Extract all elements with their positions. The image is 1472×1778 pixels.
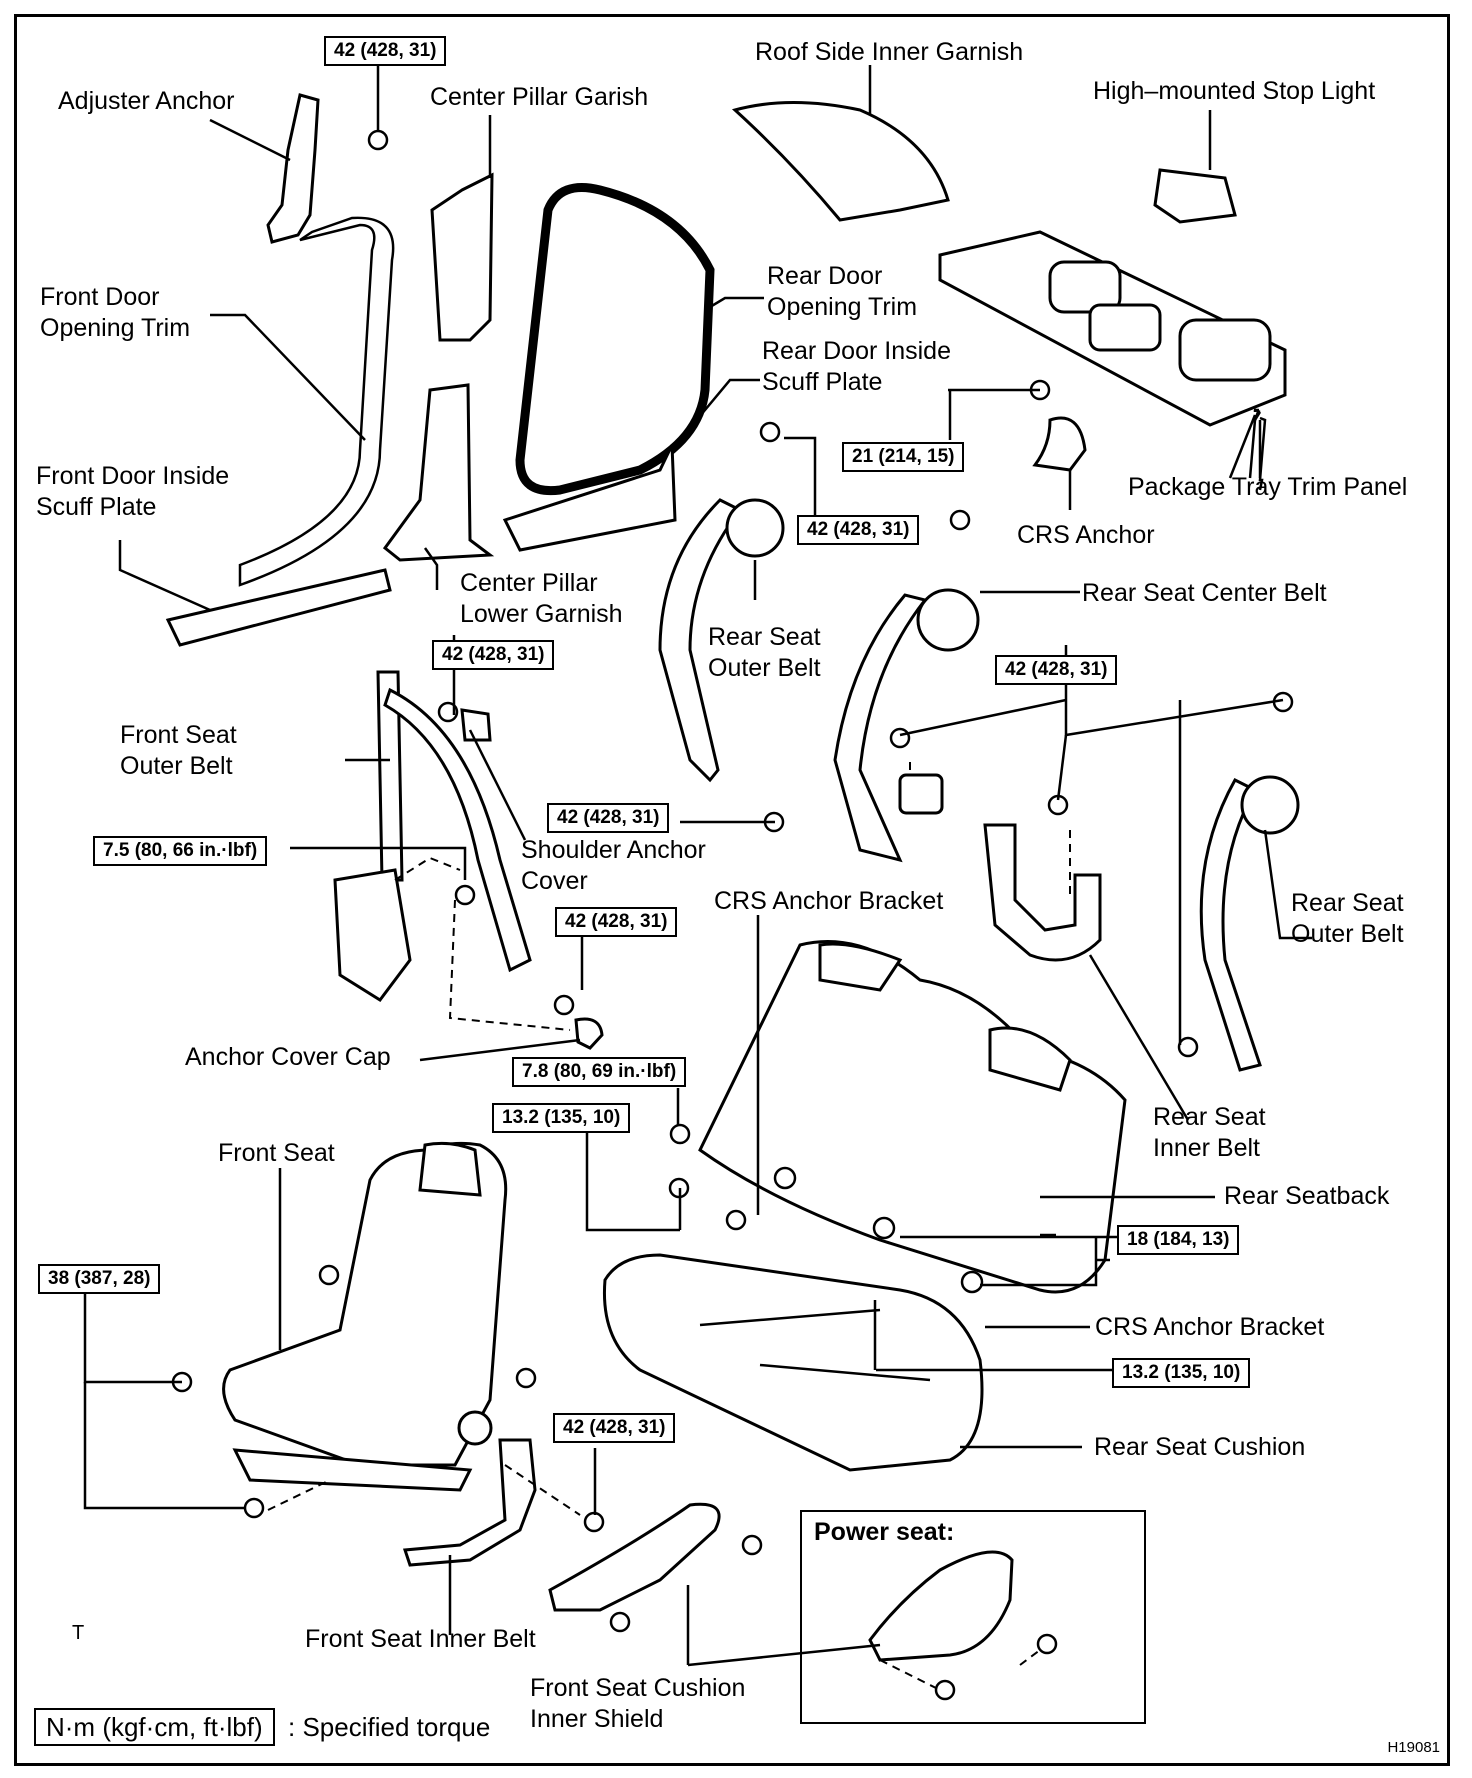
label-center-pillar-garnish: Center Pillar Garish (430, 83, 649, 111)
stop-light-part (1153, 168, 1237, 224)
label-front-seat: Front Seat (218, 1139, 335, 1167)
label-center-pillar-lower-garnish: Center Pillar Lower Garnish (460, 569, 623, 628)
torque-box-13: 13.2 (135, 10) (1112, 1358, 1251, 1388)
torque-box-11: 18 (184, 13) (1117, 1225, 1240, 1255)
torque-box-14: 42 (428, 31) (553, 1413, 676, 1443)
torque-box-5: 42 (428, 31) (995, 655, 1118, 685)
torque-box-10: 13.2 (135, 10) (492, 1103, 631, 1133)
label-crs-anchor-bracket-lower: CRS Anchor Bracket (1095, 1313, 1325, 1341)
rear-seat-outer-belt-left-part (658, 498, 743, 783)
torque-legend-unit: N·m (kgf·cm, ft·lbf) (34, 1708, 275, 1746)
torque-box-9: 7.8 (80, 69 in.·lbf) (512, 1057, 687, 1087)
torque-box-8: 42 (428, 31) (555, 907, 678, 937)
label-adjuster-anchor: Adjuster Anchor (58, 87, 235, 115)
label-anchor-cover-cap: Anchor Cover Cap (185, 1043, 391, 1071)
rear-seat-inner-belt-part (983, 823, 1102, 962)
label-rear-door-inside-scuff-plate: Rear Door Inside Scuff Plate (762, 337, 951, 396)
rear-door-scuff-plate-part (502, 444, 677, 552)
label-rear-seat-outer-belt-right: Rear Seat Outer Belt (1291, 889, 1404, 948)
label-front-seat-inner-belt: Front Seat Inner Belt (305, 1625, 536, 1653)
adjuster-anchor-part (266, 93, 320, 244)
center-pillar-lower-garnish-part (382, 383, 495, 562)
t-mark: T (72, 1622, 85, 1644)
label-rear-seat-outer-belt-left: Rear Seat Outer Belt (708, 623, 821, 682)
label-package-tray-trim-panel: Package Tray Trim Panel (1128, 473, 1408, 501)
label-shoulder-anchor-cover: Shoulder Anchor Cover (521, 836, 706, 895)
rear-seatback-part (698, 940, 1127, 1294)
center-pillar-garnish-part (430, 172, 494, 342)
torque-box-4: 42 (428, 31) (432, 640, 555, 670)
cushion-inner-shield-part (548, 1502, 721, 1612)
torque-box-3: 42 (428, 31) (797, 515, 920, 545)
rear-seat-cushion-part (602, 1253, 984, 1472)
front-door-opening-trim-part (238, 216, 395, 587)
rear-seat-center-belt-part (833, 593, 928, 863)
label-rear-seat-inner-belt: Rear Seat Inner Belt (1153, 1103, 1266, 1162)
front-seat-outer-belt-part (376, 670, 404, 882)
label-front-seat-cushion-inner-shield: Front Seat Cushion Inner Shield (530, 1674, 746, 1733)
power-seat-inset: Power seat: (800, 1510, 1146, 1724)
label-front-door-inside-scuff-plate: Front Door Inside Scuff Plate (36, 462, 230, 521)
label-crs-anchor: CRS Anchor (1017, 521, 1155, 549)
label-front-seat-outer-belt: Front Seat Outer Belt (120, 721, 237, 780)
shoulder-anchor-cover-part (460, 708, 492, 742)
label-rear-seat-cushion: Rear Seat Cushion (1094, 1433, 1306, 1461)
label-crs-anchor-bracket-upper: CRS Anchor Bracket (714, 887, 944, 915)
front-seat-inner-belt-part (402, 1438, 537, 1567)
front-door-scuff-plate-part (165, 568, 392, 647)
torque-box-12: 38 (387, 28) (38, 1264, 161, 1294)
crs-anchor-part (1032, 416, 1087, 472)
label-rear-door-opening-trim: Rear Door Opening Trim (767, 262, 918, 321)
label-roof-side-inner-garnish: Roof Side Inner Garnish (755, 38, 1024, 66)
torque-legend-text: : Specified torque (288, 1712, 491, 1742)
label-front-door-opening-trim: Front Door Opening Trim (40, 283, 191, 342)
torque-box-7: 7.5 (80, 66 in.·lbf) (93, 836, 268, 866)
label-high-mounted-stop-light: High–mounted Stop Light (1093, 77, 1376, 105)
torque-box-2: 21 (214, 15) (842, 442, 965, 472)
torque-box-6: 42 (428, 31) (547, 803, 670, 833)
torque-box-1: 42 (428, 31) (324, 36, 447, 66)
figure-code: H19081 (1387, 1739, 1440, 1756)
anchor-cover-cap-part (574, 1017, 604, 1050)
diagram-frame (14, 14, 1450, 1766)
roof-side-inner-garnish-part (731, 101, 950, 222)
label-rear-seatback: Rear Seatback (1224, 1182, 1390, 1210)
label-rear-seat-center-belt: Rear Seat Center Belt (1082, 579, 1327, 607)
power-seat-shield-part (868, 1550, 1014, 1662)
power-seat-title: Power seat: (814, 1518, 955, 1546)
rear-door-opening-trim-part (515, 183, 715, 496)
rear-seat-outer-belt-right-part (1199, 778, 1262, 1072)
